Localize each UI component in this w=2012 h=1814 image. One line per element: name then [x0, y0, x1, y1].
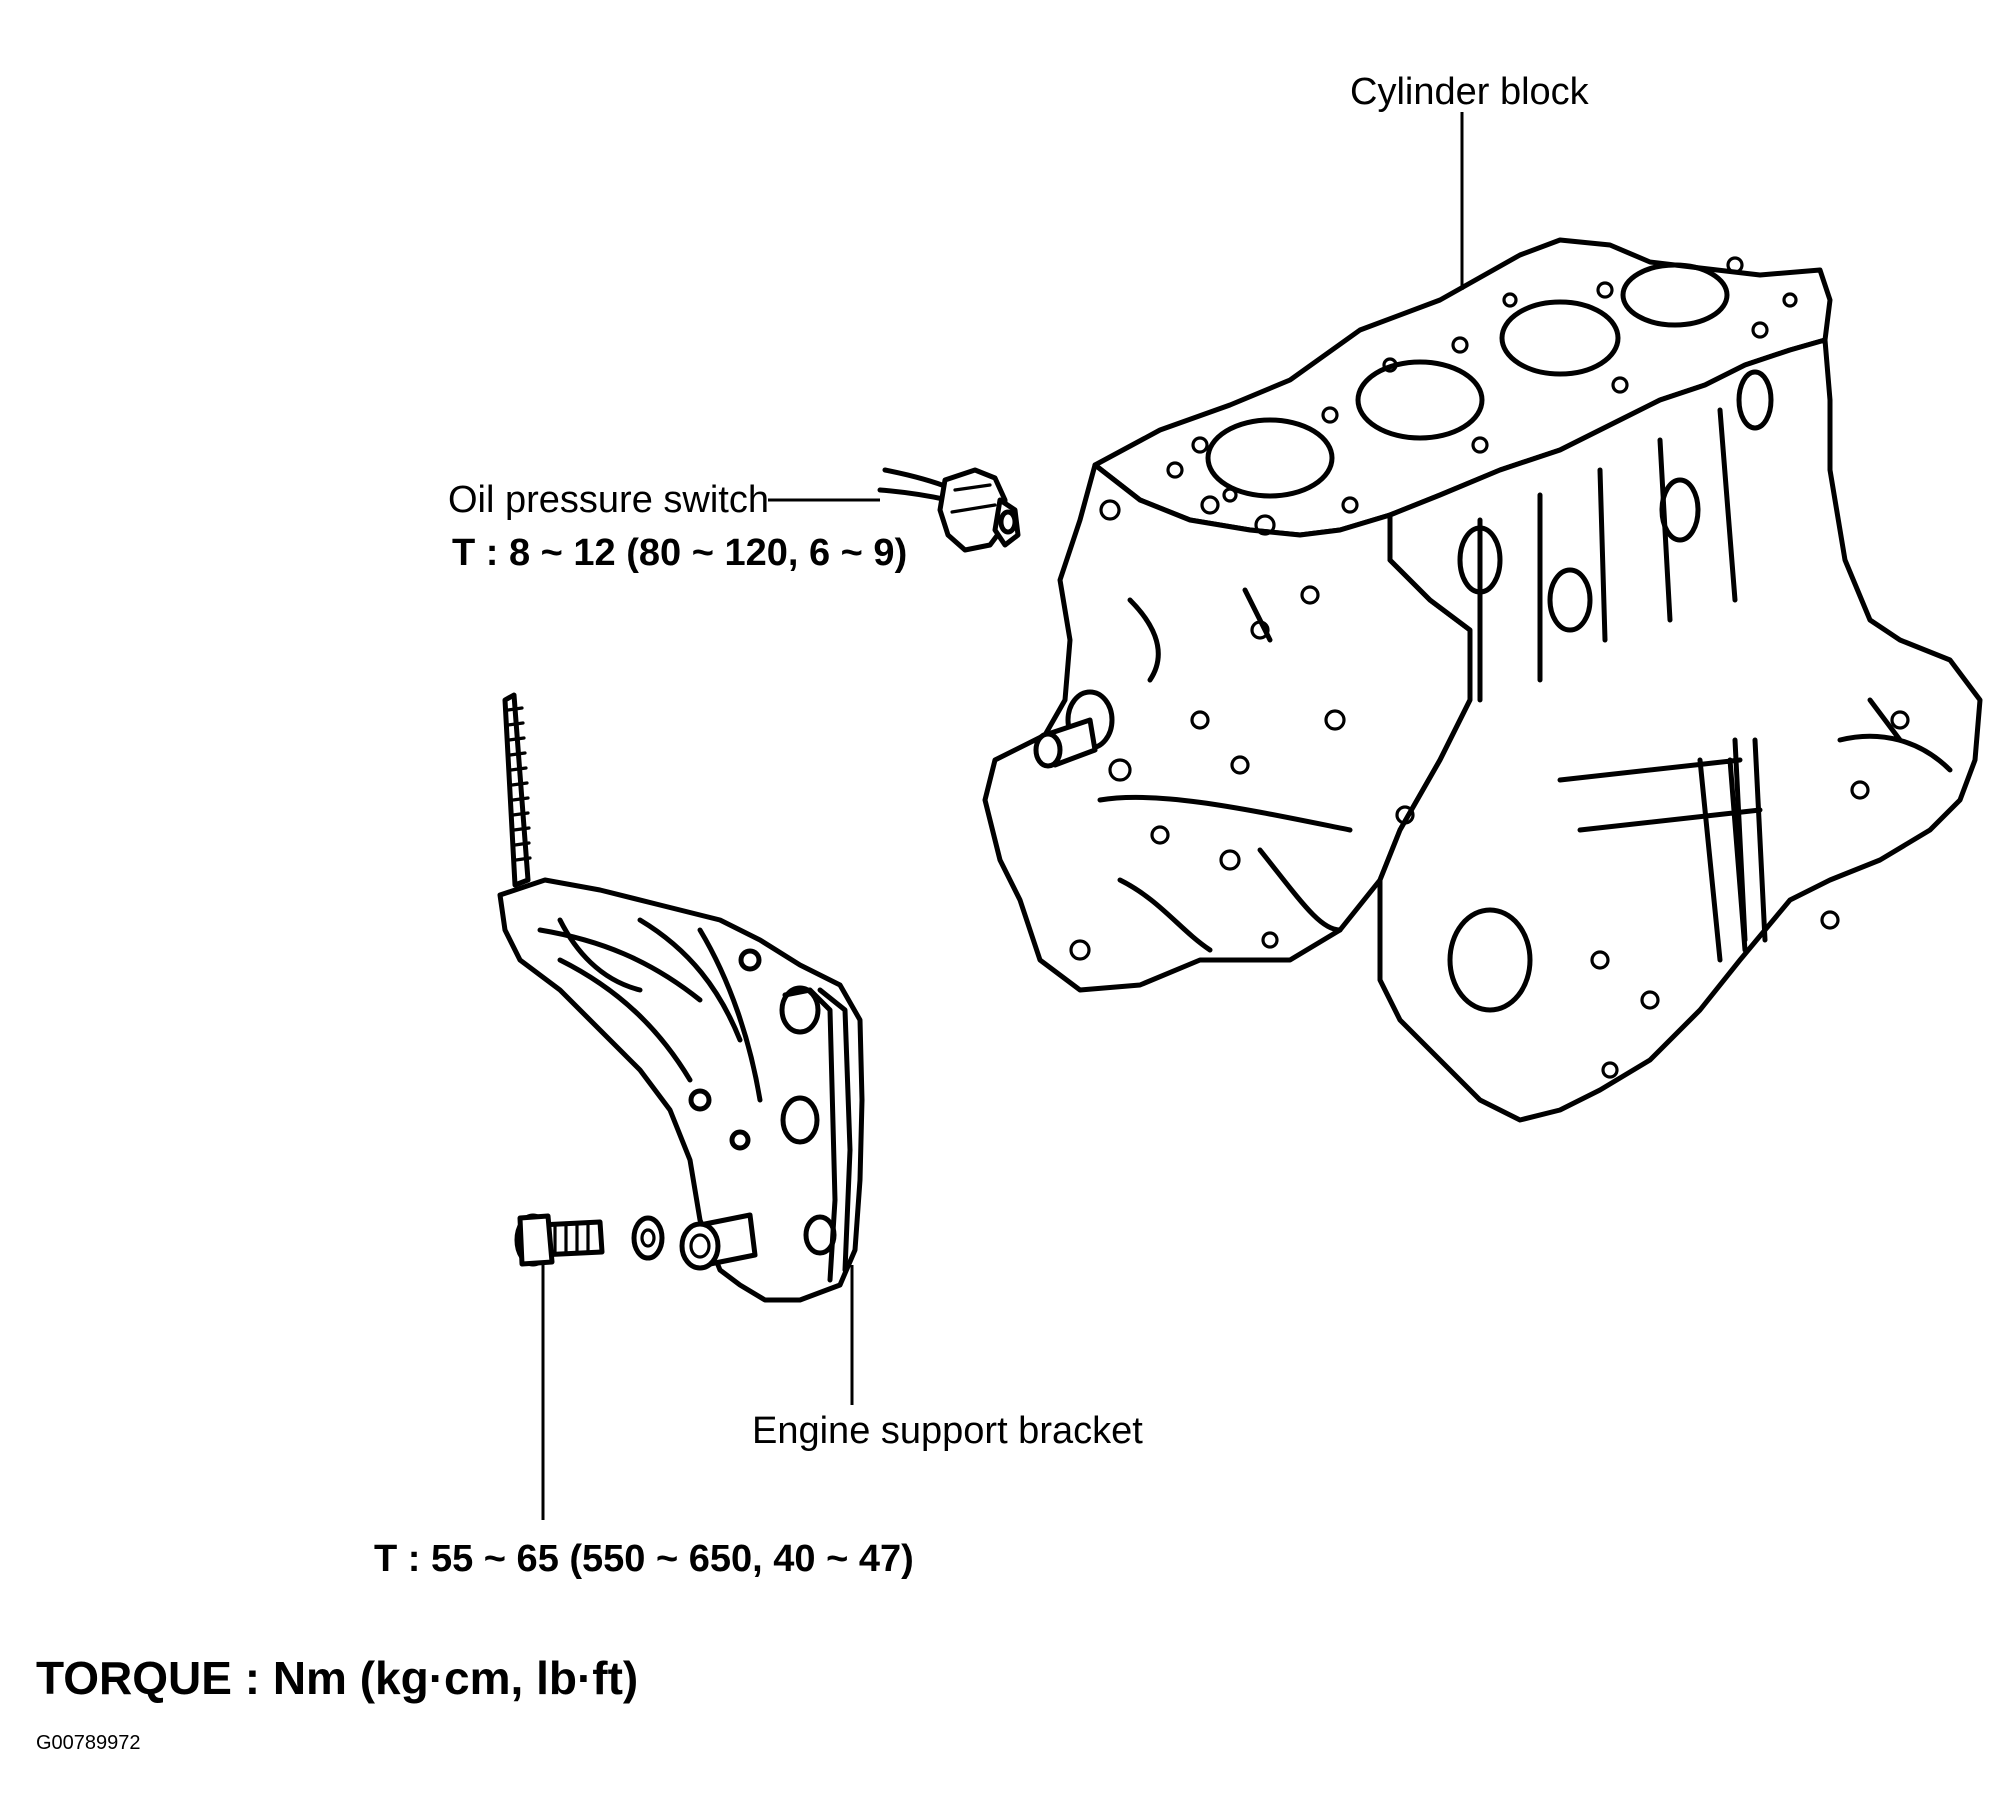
washer-drawing: [631, 1215, 665, 1261]
engine-support-bracket-drawing: [497, 692, 865, 1303]
torque-units-legend: TORQUE : Nm (kg·cm, lb·ft): [36, 1652, 639, 1704]
bracket-bolt-torque-label: T : 55 ~ 65 (550 ~ 650, 40 ~ 47): [374, 1538, 914, 1580]
bracket-bolt-drawing: [514, 1213, 605, 1267]
oil-pressure-switch-label: Oil pressure switch: [448, 479, 769, 521]
oil-pressure-switch-torque-label: T : 8 ~ 12 (80 ~ 120, 6 ~ 9): [452, 532, 908, 574]
leader-lines: [541, 112, 1464, 1520]
cylinder-block-label: Cylinder block: [1350, 71, 1589, 113]
engine-support-bracket-label: Engine support bracket: [752, 1410, 1143, 1452]
cylinder-block-drawing: [982, 237, 1983, 1123]
oil-pressure-switch-drawing: [877, 467, 1021, 553]
figure-id: G00789972: [36, 1732, 141, 1754]
